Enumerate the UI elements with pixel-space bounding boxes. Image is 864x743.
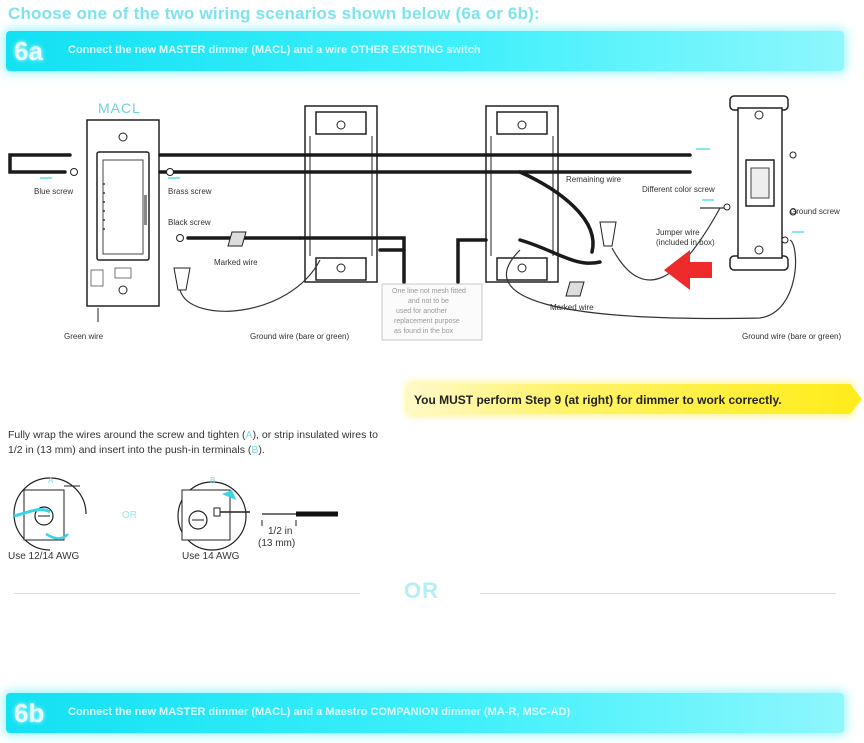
callout-arrow-icon xyxy=(850,384,862,414)
terminal-methods-illustration xyxy=(13,477,338,551)
scenario-6b-banner: 6b Connect the new MASTER dimmer (MACL) … xyxy=(6,693,844,733)
screw-wrap-illustration xyxy=(13,477,87,551)
marked-tape-icon xyxy=(565,281,585,297)
wire-nut-icon xyxy=(173,221,617,291)
label-brass-screw: Brass screw xyxy=(168,187,212,196)
existing-switch xyxy=(723,95,797,271)
strip-length-mm: (13 mm) xyxy=(258,538,296,549)
note-line: as found in the box xyxy=(394,328,454,335)
label-jumper-wire: Jumper wire xyxy=(656,228,700,237)
label-marked-wire: Marked wire xyxy=(214,258,258,267)
or-divider-label: OR xyxy=(404,578,439,603)
note-line: and not to be xyxy=(408,298,449,305)
marked-tape-icon xyxy=(227,231,247,247)
use-14-awg: Use 14 AWG xyxy=(182,551,240,562)
label-green-wire: Green wire xyxy=(64,332,104,341)
label-different-color-screw: Different color screw xyxy=(642,185,715,194)
or-small: OR xyxy=(122,510,137,521)
label-marked-wire: Marked wire xyxy=(550,303,594,312)
strip-length-in: 1/2 in xyxy=(268,526,293,537)
divider-right xyxy=(480,593,836,594)
label-ground-wire: Ground wire (bare or green) xyxy=(250,332,350,341)
scenario-6b-text: Connect the new MASTER dimmer (MACL) and… xyxy=(68,706,571,718)
note-line: replacement purpose xyxy=(394,318,460,325)
instructions-text: ), or strip insulated wires to 1/2 in (1… xyxy=(8,429,379,456)
method-a-label: A xyxy=(48,476,54,485)
wiring-diagram xyxy=(8,95,804,341)
note-line: One line not mesh fitted xyxy=(392,288,466,295)
label-ground-wire: Ground wire (bare or green) xyxy=(742,332,842,341)
divider-left xyxy=(14,593,360,594)
wallbox-right xyxy=(485,105,559,283)
scenario-6a-number: 6a xyxy=(14,36,43,66)
label-black-screw: Black screw xyxy=(168,218,211,227)
use-12-14-awg: Use 12/14 AWG xyxy=(8,551,80,562)
page-title: Choose one of the two wiring scenarios s… xyxy=(8,4,540,23)
note-card xyxy=(381,283,483,341)
note-line: used for another xyxy=(396,308,447,315)
wiring-instructions: Fully wrap the wires around the screw an… xyxy=(8,428,388,458)
step9-callout-text: You MUST perform Step 9 (at right) for d… xyxy=(414,393,782,407)
instructions-ref-a: A xyxy=(245,429,253,441)
scenario-6a-banner: 6a Connect the new MASTER dimmer (MACL) … xyxy=(6,31,844,71)
scenario-6b-number: 6b xyxy=(14,698,45,728)
label-remaining-wire: Remaining wire xyxy=(566,175,622,184)
instructions-text: Fully wrap the wires around the screw an… xyxy=(8,429,246,441)
macl-dimmer xyxy=(86,119,160,307)
instructions-ref-b: B xyxy=(251,444,259,456)
wallbox-middle xyxy=(304,105,378,283)
instructions-text: ). xyxy=(258,444,265,456)
label-ground-screw: Ground screw xyxy=(790,207,840,216)
push-in-illustration xyxy=(177,481,338,551)
scenario-6a-text: Connect the new MASTER dimmer (MACL) and… xyxy=(68,44,481,56)
method-b-label: B xyxy=(210,476,216,485)
red-arrow-icon xyxy=(664,250,712,290)
label-jumper-wire-note: (included in box) xyxy=(656,238,715,247)
device-label: MACL xyxy=(98,100,141,116)
step9-callout: You MUST perform Step 9 (at right) for d… xyxy=(408,384,852,414)
label-blue-screw: Blue screw xyxy=(34,187,74,196)
